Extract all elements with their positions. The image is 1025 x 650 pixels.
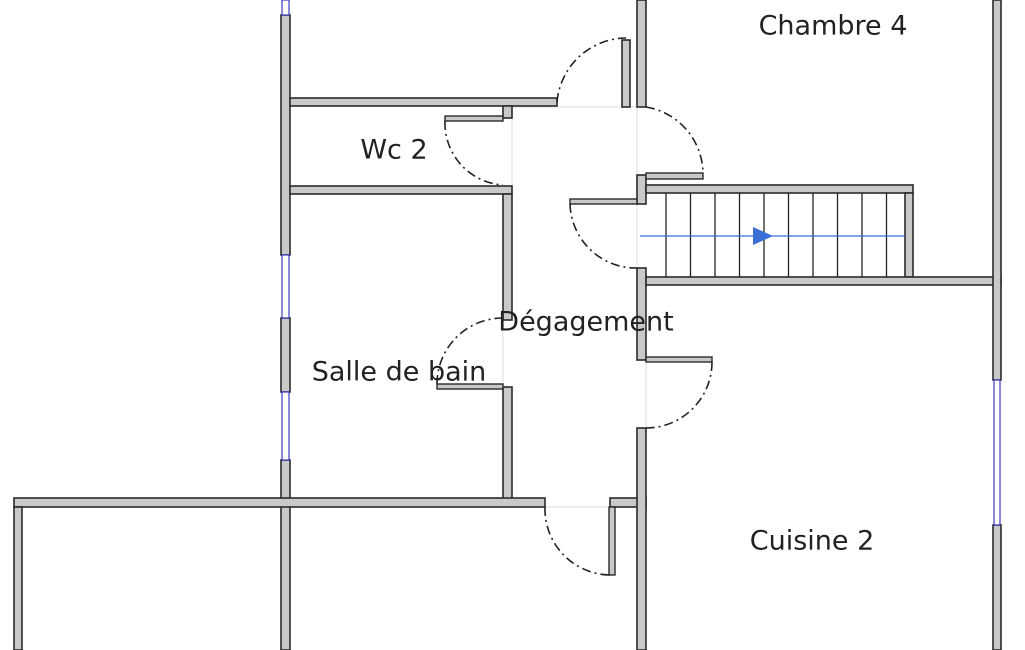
- door-wc2: [444, 115, 504, 186]
- windows: [281, 0, 1001, 526]
- window: [281, 0, 290, 16]
- staircase: [640, 193, 905, 277]
- window: [281, 391, 290, 461]
- door-stair: [569, 198, 638, 269]
- window: [993, 379, 1001, 526]
- wall-wc-top: [289, 97, 558, 107]
- doors: [436, 37, 713, 576]
- door-cuisine2: [645, 356, 713, 429]
- door-salle-de-bain: [436, 317, 504, 390]
- door-bottom: [544, 506, 616, 576]
- window: [281, 254, 290, 319]
- stair-arrow-icon: [753, 227, 773, 245]
- room-label-degagement: Dégagement: [498, 306, 674, 338]
- wall-wc-bottom: [289, 185, 513, 195]
- wall-left: [280, 14, 291, 256]
- wall-corridor-right: [636, 0, 647, 108]
- door-landing: [645, 106, 704, 180]
- room-label-chambre4: Chambre 4: [758, 10, 908, 42]
- wall-stair-top: [645, 184, 914, 194]
- door-chambre4: [556, 37, 627, 103]
- wall-lower-horizontal: [13, 497, 546, 508]
- room-label-cuisine2: Cuisine 2: [749, 525, 875, 557]
- wall-bath-right: [502, 193, 513, 321]
- opening-lines: [502, 106, 647, 508]
- wall-stair-bottom: [645, 276, 1002, 286]
- room-label-wc2: Wc 2: [360, 134, 428, 166]
- wall-right: [992, 0, 1002, 381]
- room-label-salle-de-bain: Salle de bain: [311, 356, 487, 388]
